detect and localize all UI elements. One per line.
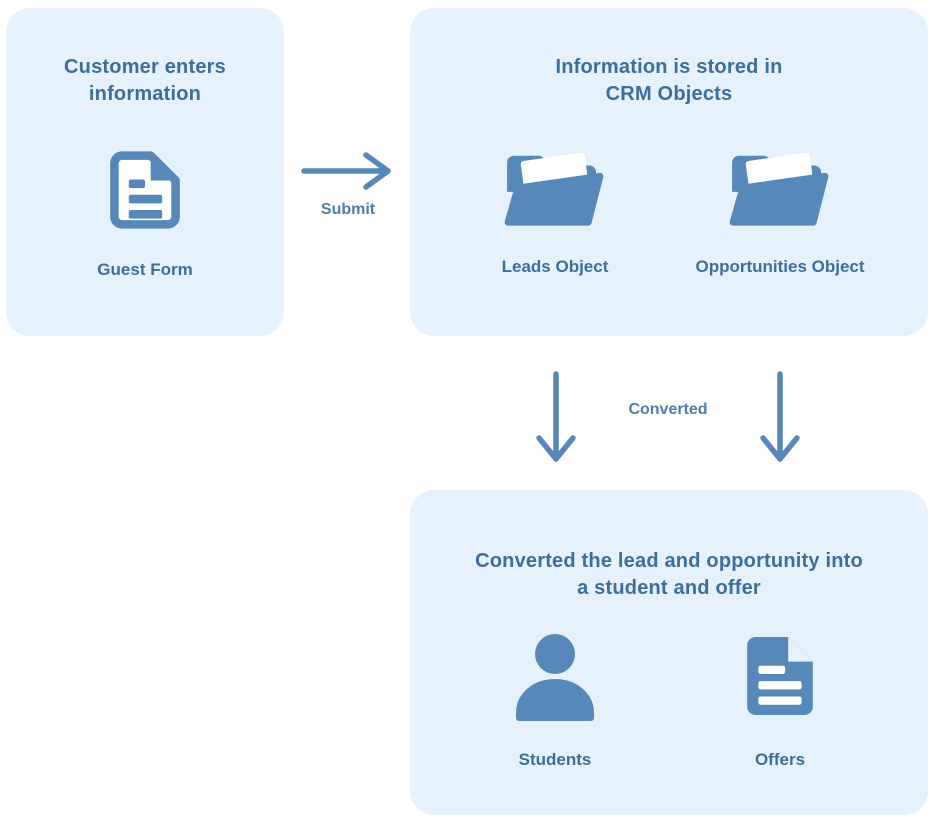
converted-label: Converted [628, 401, 708, 418]
opportunities-object-item: Opportunities Object [660, 143, 900, 277]
folder-icon [501, 143, 609, 231]
submit-arrow-icon [300, 150, 396, 192]
offers-label: Offers [754, 750, 806, 769]
folder-icon [726, 143, 834, 231]
panel-crm-title: Information is stored in CRM Objects [410, 54, 928, 108]
leads-icon-box [501, 143, 609, 231]
panel-customer-title-line2: information [88, 83, 202, 105]
panel-converted: Converted the lead and opportunity into … [410, 490, 928, 815]
panel-crm-title-line2: CRM Objects [605, 83, 733, 105]
guest-form-icon-box [103, 146, 187, 234]
submit-label: Submit [320, 201, 376, 218]
document-icon [103, 146, 187, 234]
offers-item: Offers [660, 628, 900, 770]
students-item: Students [435, 628, 675, 770]
panel-crm-title-line1: Information is stored in [555, 56, 783, 78]
guest-form-item: Guest Form [25, 146, 265, 280]
opportunities-object-label: Opportunities Object [695, 257, 865, 276]
students-icon-box [508, 628, 602, 724]
offers-icon-box [743, 628, 817, 724]
document-icon [743, 635, 817, 717]
opportunities-icon-box [726, 143, 834, 231]
panel-customer-title: Customer enters information [6, 54, 284, 108]
panel-customer-title-line1: Customer enters [64, 56, 226, 78]
converted-arrow-right-icon [758, 370, 802, 464]
leads-object-label: Leads Object [501, 257, 609, 276]
panel-converted-title: Converted the lead and opportunity into … [410, 548, 928, 602]
guest-form-label: Guest Form [97, 260, 193, 279]
panel-converted-title-line2: a student and offer [577, 577, 761, 599]
person-icon [508, 629, 602, 723]
converted-arrow-left-icon [534, 370, 578, 464]
leads-object-item: Leads Object [435, 143, 675, 277]
students-label: Students [518, 750, 592, 769]
panel-customer: Customer enters information Guest Form [6, 8, 284, 336]
panel-converted-title-line1: Converted the lead and opportunity into [475, 550, 863, 572]
panel-crm-objects: Information is stored in CRM Objects Lea… [410, 8, 928, 336]
